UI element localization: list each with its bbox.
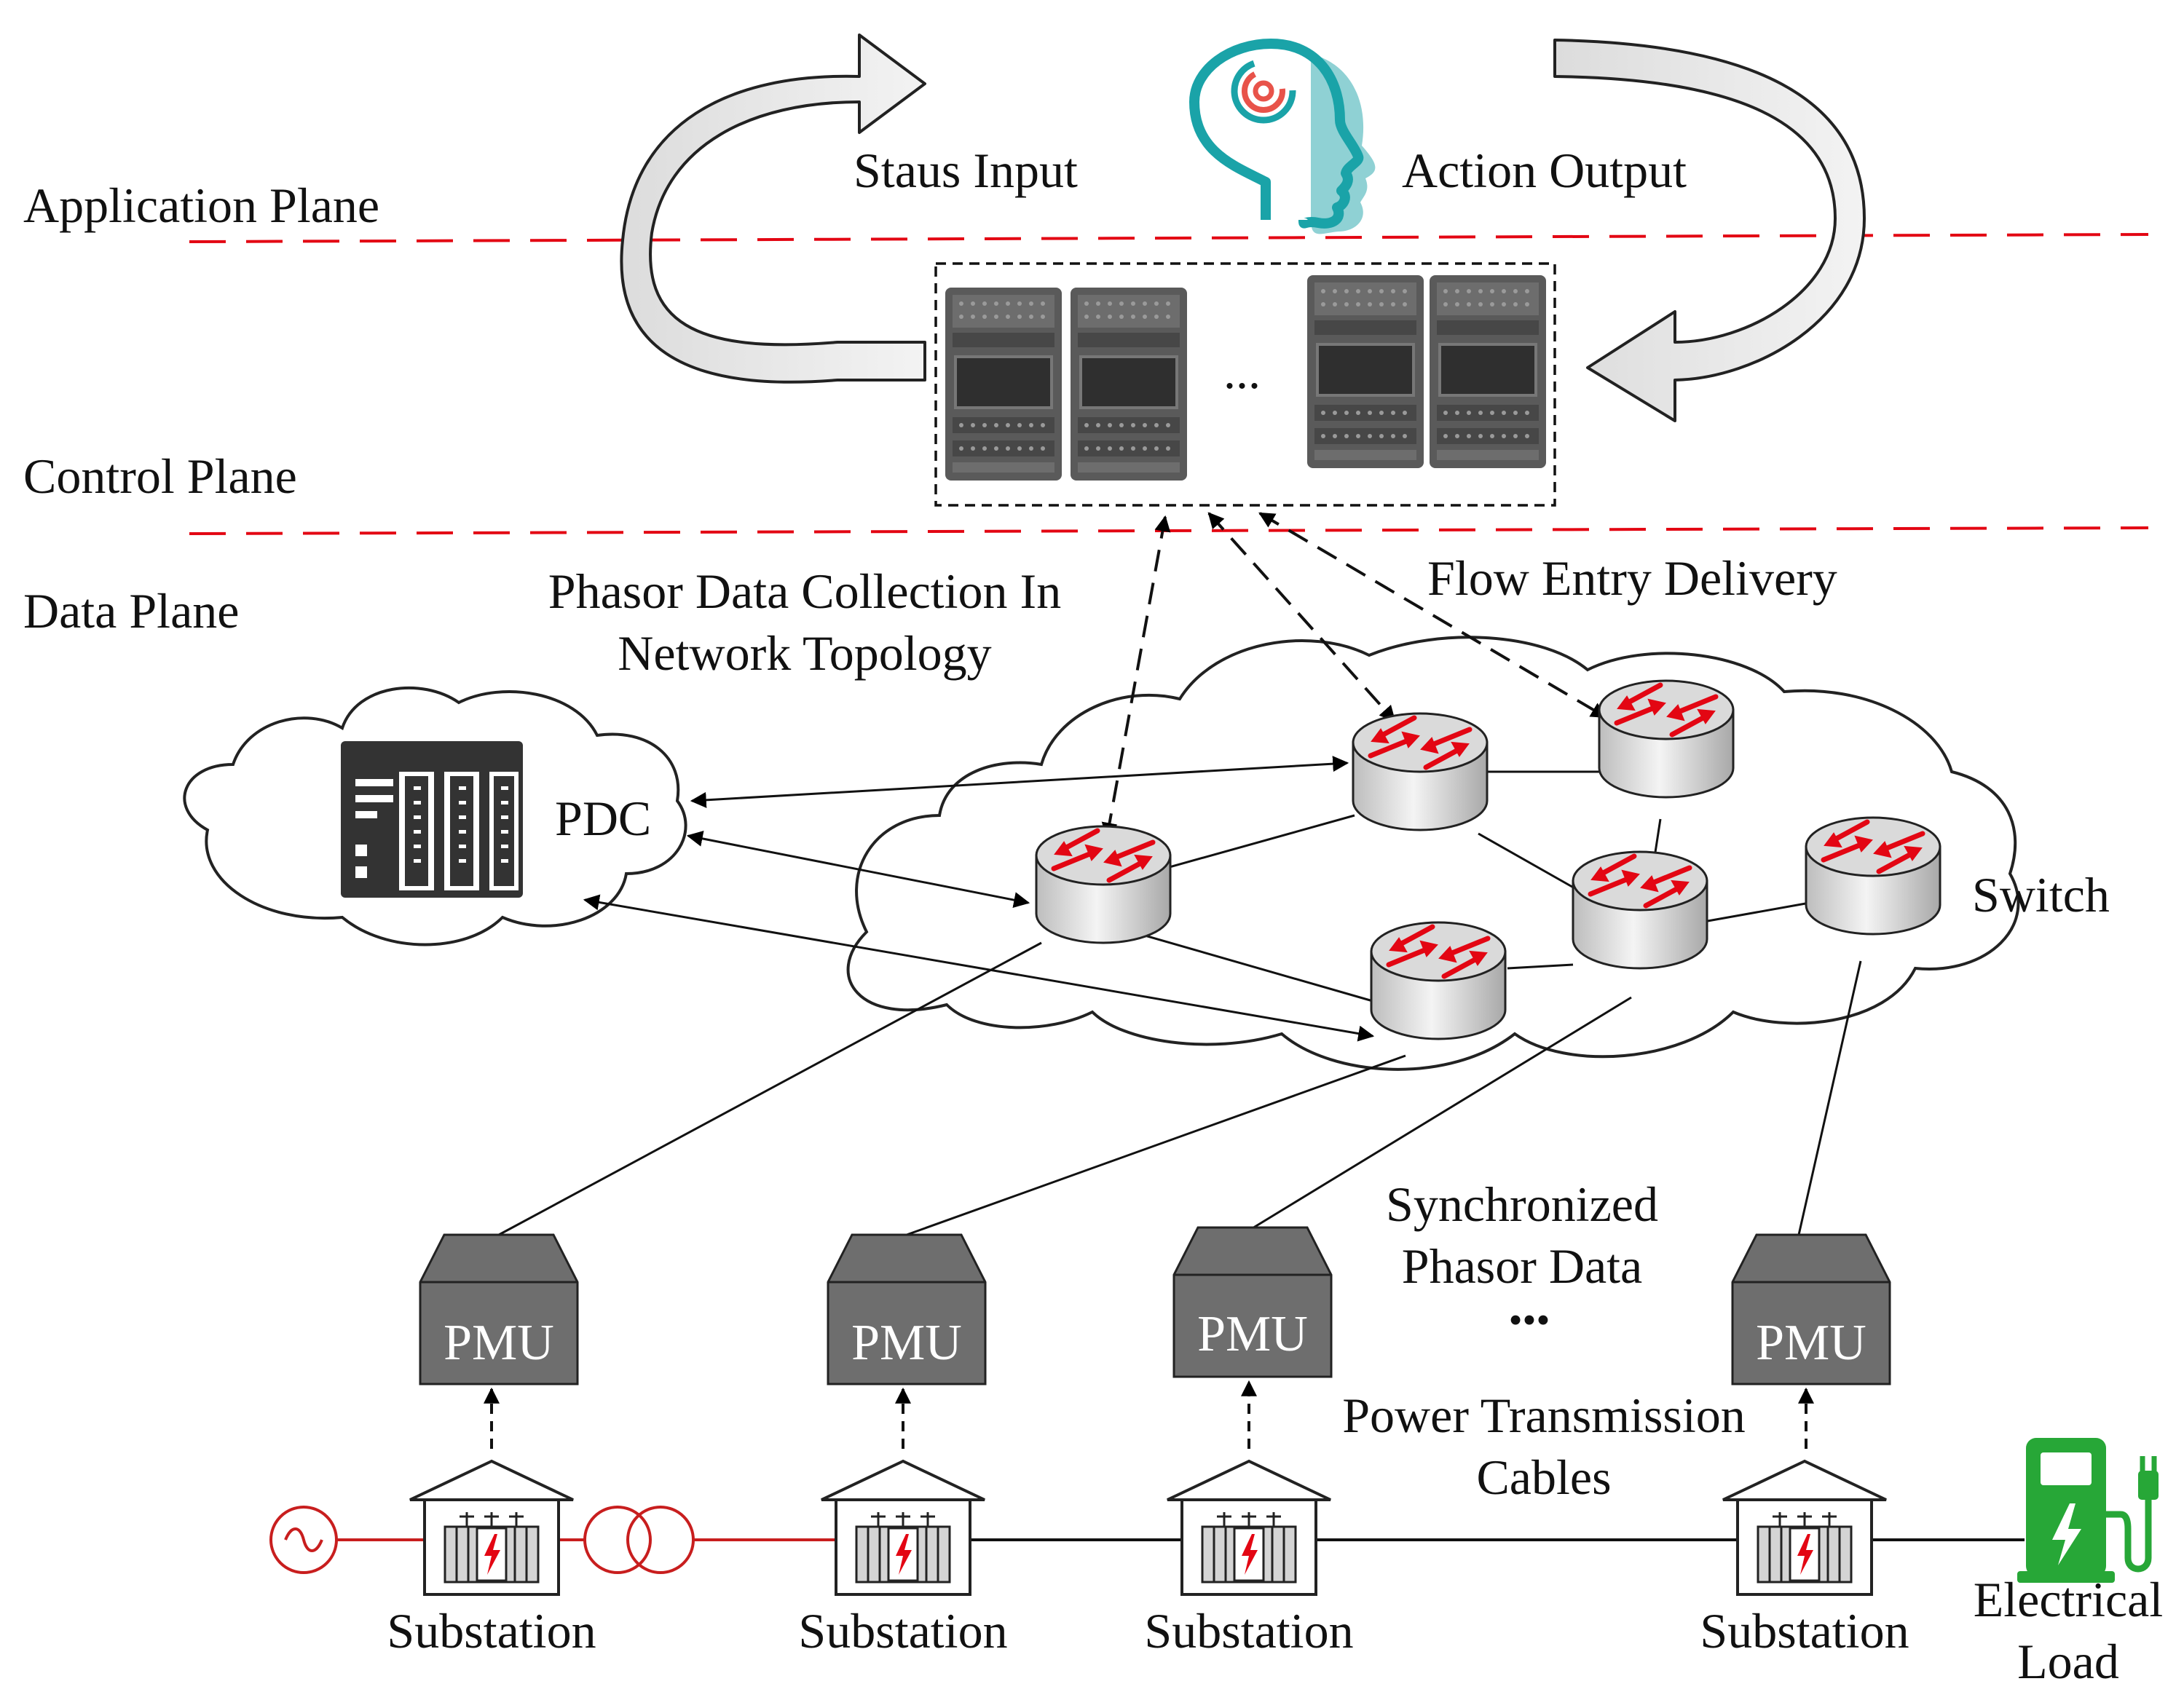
phasor-collection-line2: Network Topology (618, 625, 992, 681)
status-input-label: Staus Input (854, 143, 1078, 198)
pmu-switch-links (498, 941, 1862, 1236)
pdc-device-icon (341, 741, 523, 898)
pmu-label: PMU (1756, 1315, 1866, 1371)
server-rack-icon (1306, 274, 1425, 470)
switch-router-icon (1806, 818, 1940, 934)
electrical-load-line2: Load (2017, 1634, 2119, 1689)
synchronized-line1: Synchronized (1386, 1177, 1658, 1232)
controller-cluster-box (934, 262, 1556, 507)
middle-ellipsis: ••• (1508, 1298, 1550, 1342)
loop-arrow-status-input (620, 33, 926, 384)
plane-divider-control (189, 526, 2149, 535)
pmu-label: PMU (851, 1315, 962, 1371)
server-ellipsis: ... (1223, 344, 1261, 399)
pmu-label: PMU (1197, 1306, 1308, 1362)
pdc-switch-arrows (583, 756, 1375, 1042)
phasor-collection-line1: Phasor Data Collection In (548, 564, 1062, 619)
server-rack-icon (1069, 286, 1188, 482)
substation-pmu-arrows (484, 1380, 1814, 1449)
loop-arrow-action-output (1553, 39, 1866, 422)
substation-label: Substation (1700, 1603, 1909, 1659)
server-rack-icon (1428, 274, 1548, 470)
substation-label: Substation (387, 1603, 596, 1659)
pdc-label: PDC (555, 791, 652, 846)
synchronized-phasor-label: Synchronized Phasor Data (1296, 1174, 1748, 1297)
power-line2: Cables (1476, 1450, 1612, 1505)
plane-divider-application (189, 233, 2149, 243)
phasor-collection-label: Phasor Data Collection In Network Topolo… (517, 561, 1092, 684)
electrical-load-line1: Electrical (1973, 1572, 2164, 1627)
ev-charger-icon (2017, 1438, 2159, 1583)
substation-label: Substation (798, 1603, 1008, 1659)
pmu-label: PMU (443, 1315, 554, 1371)
action-output-label: Action Output (1402, 143, 1687, 198)
flow-entry-label: Flow Entry Delivery (1427, 550, 1837, 606)
substation-label: Substation (1144, 1603, 1354, 1659)
switch-router-icon (1353, 713, 1487, 830)
brain-ai-icon (1189, 39, 1376, 234)
switch-router-icon (1036, 826, 1170, 943)
switch-router-icon (1371, 922, 1505, 1039)
synchronized-line2: Phasor Data (1401, 1238, 1643, 1294)
control-dashed-arrows (1101, 512, 1607, 839)
electrical-load-label: Electrical Load (1959, 1569, 2177, 1693)
control-plane-label: Control Plane (23, 448, 297, 504)
power-transmission-label: Power Transmission Cables (1282, 1385, 1806, 1509)
power-line1: Power Transmission (1342, 1388, 1746, 1443)
data-plane-label: Data Plane (23, 583, 240, 639)
switch-router-icon (1573, 852, 1707, 968)
generator-icon (269, 1506, 338, 1574)
transformer-coil-icon (583, 1506, 695, 1574)
application-plane-label: Application Plane (23, 178, 380, 233)
substation-transformer-icon (820, 1460, 986, 1596)
switch-router-icon (1599, 681, 1733, 797)
substation-transformer-icon (409, 1460, 575, 1596)
switch-label: Switch (1972, 867, 2110, 922)
server-rack-icon (944, 286, 1063, 482)
